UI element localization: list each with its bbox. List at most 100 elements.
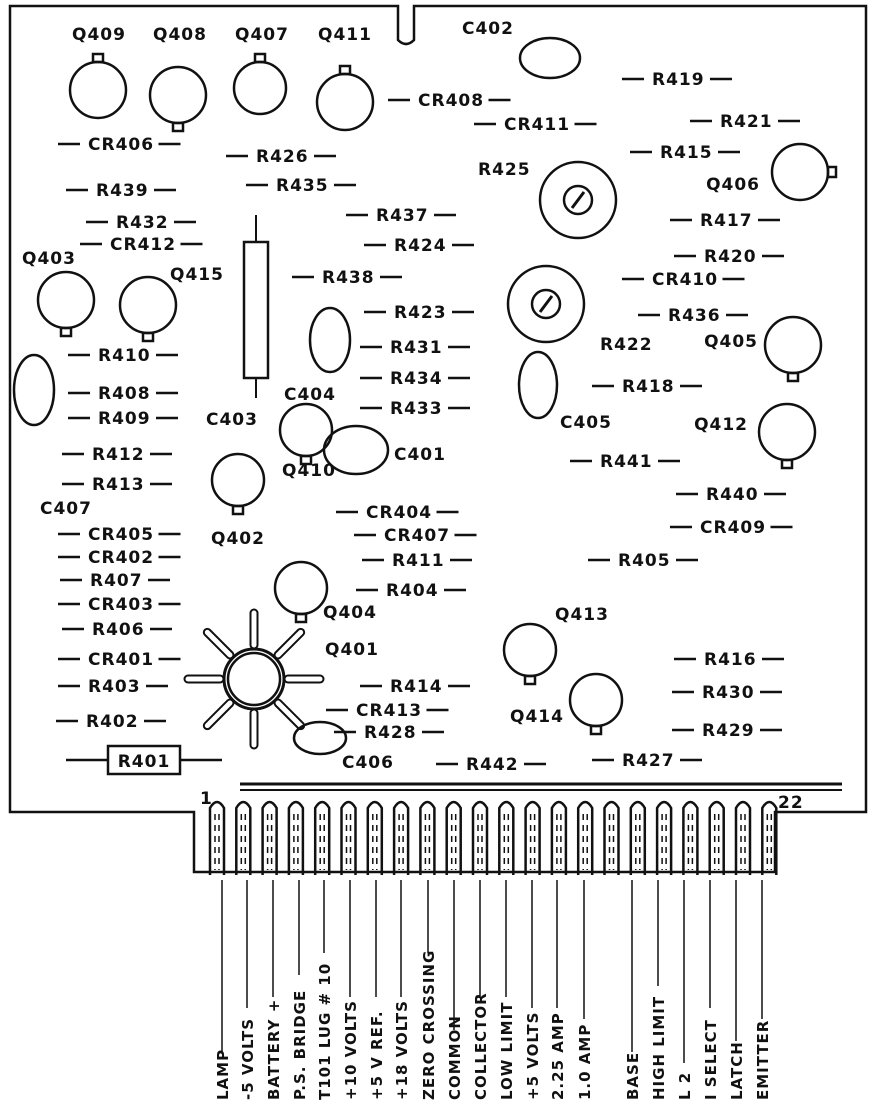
- mark-label: R427: [622, 751, 675, 771]
- signal-label: +5 VOLTS: [524, 880, 542, 1104]
- signal-text: P.S. BRIDGE: [291, 990, 309, 1100]
- mark-r428: R428: [334, 723, 444, 743]
- mark-label: R431: [390, 338, 443, 358]
- mark-r435: R435: [246, 176, 356, 196]
- mark-label: R432: [116, 213, 169, 233]
- mark-label: R418: [622, 377, 675, 397]
- mark-label: R429: [702, 721, 755, 741]
- transistor-label: Q401: [325, 640, 379, 660]
- connector-pin: [313, 800, 331, 875]
- connector-pin: [761, 800, 778, 875]
- transistor-label: Q408: [153, 25, 207, 45]
- capacitor-label: C405: [560, 413, 612, 433]
- mark-label: R426: [256, 147, 309, 167]
- transistor-q407: Q407: [232, 25, 288, 116]
- mark-r436: R436: [638, 306, 748, 326]
- connector-pin: [524, 800, 541, 875]
- transistor-label: Q414: [510, 707, 564, 727]
- mark-label: R405: [618, 551, 671, 571]
- capacitor-label: C404: [284, 385, 336, 405]
- transistor-q403: Q403: [22, 249, 96, 338]
- signal-text: COMMON: [446, 1015, 464, 1100]
- signal-text: BATTERY +: [265, 999, 283, 1100]
- capacitor-label: C402: [462, 19, 514, 39]
- transistor-q406: Q406: [706, 142, 838, 202]
- mark-label: R409: [98, 409, 151, 429]
- transistor-label: Q405: [704, 332, 758, 352]
- signal-label: +18 VOLTS: [393, 880, 411, 1104]
- capacitor-c402: C402: [462, 19, 582, 80]
- signal-label: BATTERY +: [265, 880, 283, 1104]
- transistor-q413: Q413: [502, 605, 609, 686]
- transistor-q405: Q405: [704, 315, 823, 383]
- transistor-label: Q413: [555, 605, 609, 625]
- connector-pin: [392, 800, 410, 875]
- mark-r427: R427: [592, 751, 702, 771]
- mark-r409: R409: [68, 409, 178, 429]
- signal-label: +10 VOLTS: [342, 880, 360, 1104]
- transistor-label: Q406: [706, 175, 760, 195]
- mark-label: R438: [322, 268, 375, 288]
- mark-cr404: CR404: [336, 503, 459, 523]
- mark-r415: R415: [630, 143, 740, 163]
- signal-label: I SELECT: [702, 880, 720, 1104]
- signal-text: T101 LUG # 10: [316, 963, 334, 1100]
- transistor-q411: Q411: [315, 25, 375, 132]
- connector-pin: [366, 800, 384, 875]
- mark-label: R423: [394, 303, 447, 323]
- transistor-label: Q415: [170, 265, 224, 285]
- mark-r429: R429: [672, 721, 782, 741]
- mark-r438: R438: [292, 268, 402, 288]
- transistor-label: Q403: [22, 249, 76, 269]
- mark-r403: R403: [58, 677, 168, 697]
- connector-pin: [261, 800, 278, 875]
- mark-label: R413: [92, 475, 145, 495]
- signal-label: ZERO CROSSING: [420, 880, 438, 1104]
- connector-pin: [340, 800, 357, 875]
- mark-r420: R420: [674, 247, 784, 267]
- mark-label: R441: [600, 452, 653, 472]
- mark-cr403: CR403: [58, 595, 181, 615]
- mark-r413: R413: [62, 475, 172, 495]
- signal-text: LOW LIMIT: [498, 1002, 516, 1100]
- connector-pin: [287, 800, 305, 875]
- mark-r408: R408: [68, 384, 178, 404]
- mark-label: CR409: [700, 518, 766, 538]
- transistor-q409: Q409: [68, 25, 128, 120]
- signal-text: 1.0 AMP: [576, 1024, 594, 1100]
- transistor-q404: Q404: [273, 560, 376, 624]
- mark-label: R407: [90, 571, 143, 591]
- mark-label: CR404: [366, 503, 432, 523]
- signal-text: ZERO CROSSING: [420, 950, 438, 1100]
- mark-label: R408: [98, 384, 151, 404]
- mark-label: R428: [364, 723, 417, 743]
- mark-label: CR413: [356, 701, 422, 721]
- mark-r424: R424: [364, 236, 474, 256]
- transistor-q408: Q408: [148, 25, 208, 133]
- resistor-label: R401: [118, 752, 171, 772]
- signal-label: LATCH: [728, 880, 746, 1104]
- signal-text: +5 VOLTS: [524, 1012, 542, 1100]
- mark-r418: R418: [592, 377, 702, 397]
- mark-label: R421: [720, 112, 773, 132]
- mark-label: CR402: [88, 548, 154, 568]
- signal-label: L 2: [676, 880, 694, 1104]
- transistor-q401: Q401: [183, 608, 379, 750]
- signal-text: LATCH: [728, 1041, 746, 1100]
- transistor-q402: Q402: [210, 452, 266, 549]
- connector-pin: [550, 800, 568, 875]
- mark-r416: R416: [674, 650, 784, 670]
- mark-r430: R430: [672, 683, 782, 703]
- capacitor-c407: C407: [12, 353, 91, 519]
- mark-r442: R442: [436, 755, 546, 775]
- mark-label: R424: [394, 236, 447, 256]
- mark-r417: R417: [670, 211, 780, 231]
- connector-pin: [445, 800, 462, 875]
- mark-r406: R406: [62, 620, 172, 640]
- signal-text: +10 VOLTS: [342, 1000, 360, 1100]
- mark-cr406: CR406: [58, 135, 181, 155]
- connector-pin: [576, 800, 594, 875]
